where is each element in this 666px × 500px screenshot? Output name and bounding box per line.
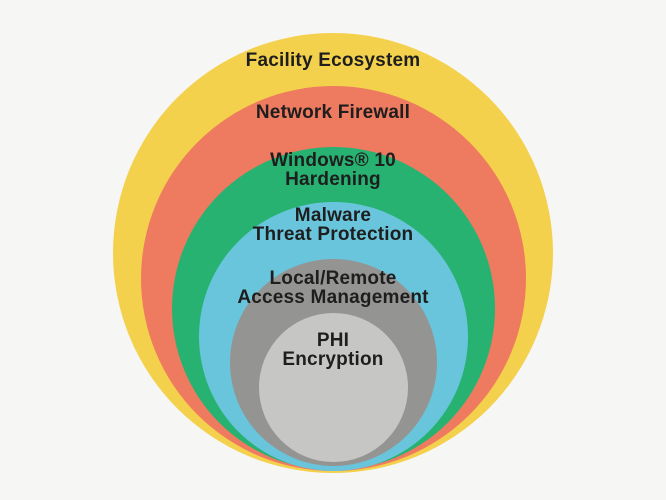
label-phi-encryption: PHI Encryption <box>0 331 666 369</box>
label-network-firewall-line1: Network Firewall <box>255 102 411 123</box>
label-local-remote-access-management: Local/Remote Access Management <box>0 269 666 307</box>
label-local-remote-access-management-line1: Local/Remote <box>269 268 397 289</box>
label-facility-ecosystem-line1: Facility Ecosystem <box>245 50 421 71</box>
label-windows-10-hardening-line2: Hardening <box>285 169 381 190</box>
label-malware-threat-protection-line2: Threat Protection <box>252 224 414 245</box>
label-windows-10-hardening: Windows® 10 Hardening <box>0 151 666 189</box>
label-local-remote-access-management-line2: Access Management <box>237 287 429 308</box>
circle-phi-encryption <box>258 313 408 462</box>
label-phi-encryption-line2: Encryption <box>282 349 384 370</box>
label-malware-threat-protection-line1: Malware <box>294 205 372 226</box>
label-facility-ecosystem: Facility Ecosystem <box>0 51 666 70</box>
label-phi-encryption-line1: PHI <box>316 330 350 351</box>
label-malware-threat-protection: Malware Threat Protection <box>0 206 666 244</box>
label-network-firewall: Network Firewall <box>0 103 666 122</box>
label-windows-10-hardening-line1: Windows® 10 <box>270 150 396 171</box>
